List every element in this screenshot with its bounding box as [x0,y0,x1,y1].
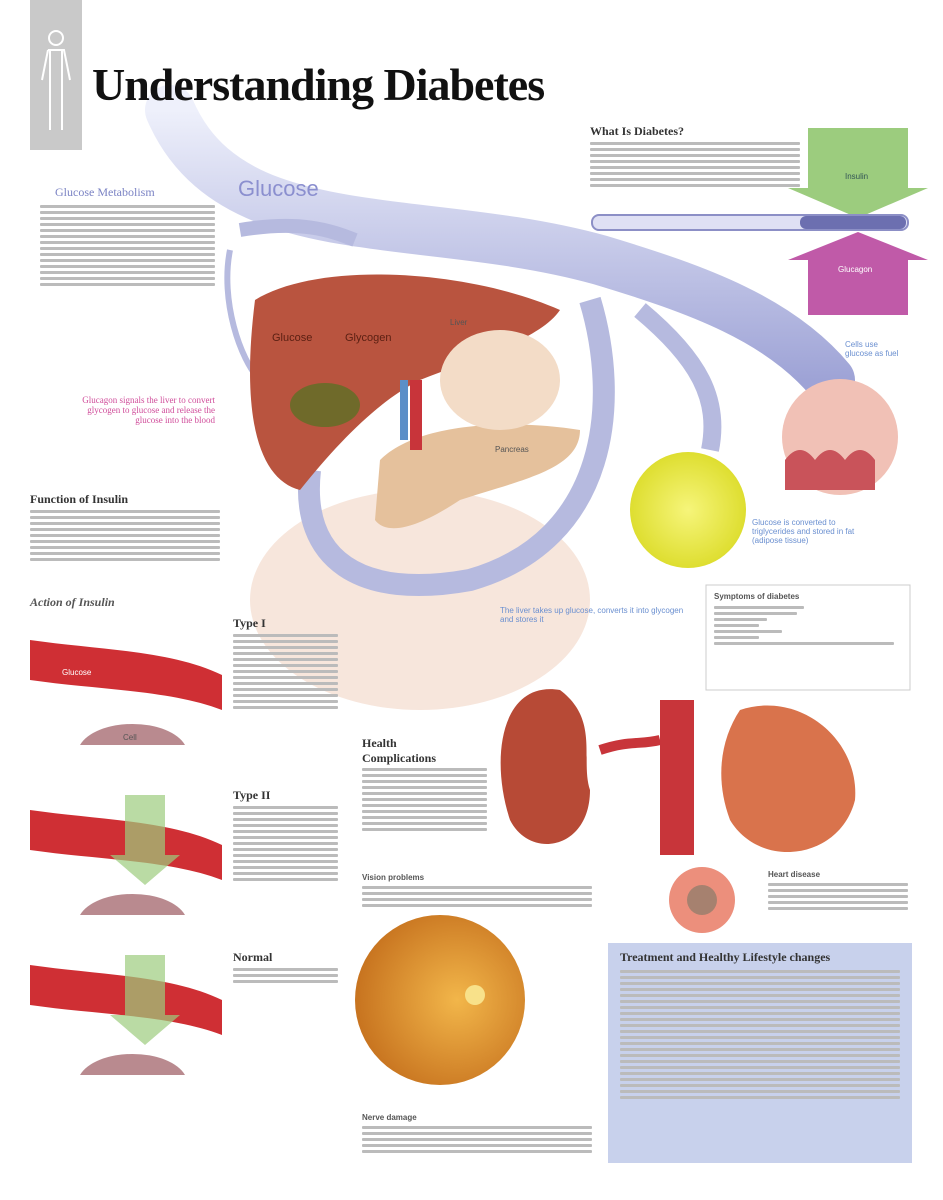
kidney-illustration [500,689,590,844]
body-silhouette-icon [41,30,71,130]
treatment-text [620,970,900,1102]
type1-heading: Type I [233,616,266,630]
glucose-metabolism-heading: Glucose Metabolism [55,185,155,199]
vision-problems-heading: Vision problems [362,873,425,882]
muscle-caption: Cells use glucose as fuel [845,340,899,358]
glucose-flow-tube [145,85,855,405]
health-complications-heading: Health Complications [362,736,437,765]
pancreas-label: Pancreas [495,445,529,454]
liver-glycogen-label: Glycogen [345,332,392,344]
heart-disease-heading: Heart disease [768,870,821,879]
treatment-heading: Treatment and Healthy Lifestyle changes [620,950,831,964]
vessel-glucose-label: Glucose [62,668,92,677]
type2-heading: Type II [233,788,271,802]
normal-heading: Normal [233,950,273,964]
heart-illustration [721,705,856,853]
pancreas-illustration [375,424,580,529]
type2-text [233,806,338,884]
gallbladder [290,383,360,427]
glucagon-arrow [788,232,928,315]
fat-caption: Glucose is converted to triglycerides an… [752,518,855,545]
glucagon-caption: Glucagon signals the liver to convert gl… [82,395,215,425]
symptoms-list [714,606,894,648]
liver-caption: The liver takes up glucose, converts it … [500,606,684,624]
heart-disease-text [768,883,908,913]
what-is-diabetes-text [590,142,800,190]
artery-illustration [660,700,694,855]
fat-cell-illustration [630,452,746,568]
insulin-arrow-label: Insulin [845,172,869,181]
liver-glucose-label: Glucose [272,332,313,344]
nerve-damage-heading: Nerve damage [362,1113,417,1122]
page-title: Understanding Diabetes [92,59,545,110]
action-of-insulin-heading: Action of Insulin [30,595,115,609]
glucose-flow-label: Glucose [238,176,319,201]
retina-illustration [355,915,525,1085]
function-of-insulin-heading: Function of Insulin [30,492,129,506]
liver-loop-tube [297,296,615,597]
vessel-cell-label: Cell [123,733,137,742]
nerve-damage-text [362,1126,592,1156]
glucose-metabolism-text [40,205,215,289]
body-figure-box [30,0,82,150]
vessel-type1 [30,640,222,745]
treatment-box [608,943,912,1163]
fat-branch-tube [634,303,722,452]
normal-text [233,968,338,986]
type1-text [233,634,338,712]
liver-label: Liver [450,318,468,327]
what-is-diabetes-heading: What Is Diabetes? [590,124,685,138]
function-of-insulin-text [30,510,220,564]
vessel-normal [30,955,222,1075]
vessel-type2 [30,795,222,915]
symptoms-heading: Symptoms of diabetes [714,592,800,601]
glucagon-arrow-label: Glucagon [838,265,873,274]
vision-problems-text [362,886,592,910]
insulin-arrow [788,128,928,218]
health-complications-text [362,768,487,834]
